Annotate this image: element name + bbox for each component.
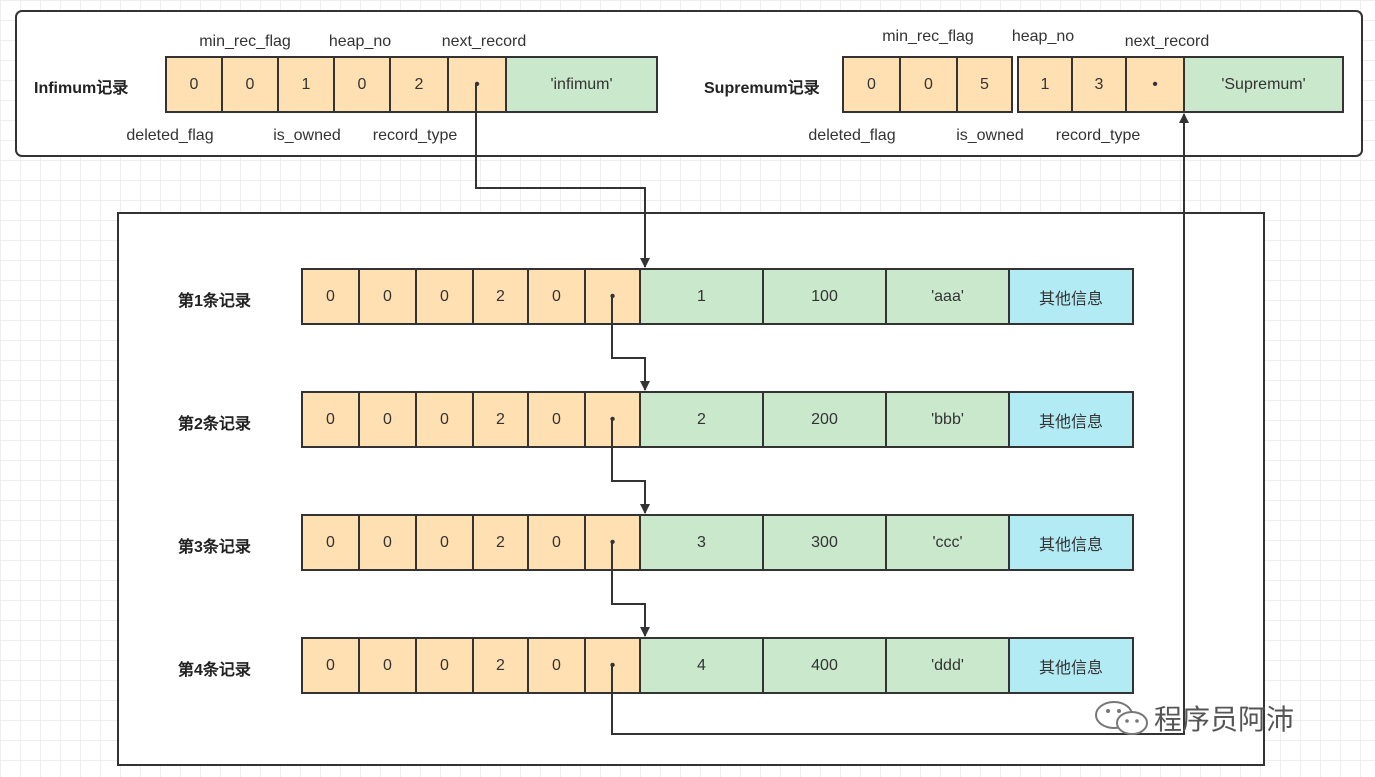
record-2-cell-extra: 其他信息 (1008, 391, 1134, 448)
record-4-title: 第4条记录 (178, 662, 251, 679)
watermark-text: 程序员阿沛 (1154, 703, 1295, 736)
supremum-cell-next-record: • (1125, 56, 1185, 113)
supremum-title: Supremum记录 (704, 80, 820, 97)
record-4-cell-deleted-flag: 0 (301, 637, 360, 694)
record-4-cell-min-rec-flag: 0 (358, 637, 417, 694)
record-1-title: 第1条记录 (178, 293, 251, 310)
record-1-cell-extra: 其他信息 (1008, 268, 1134, 325)
record-1-cell-is-owned: 0 (415, 268, 474, 325)
supremum-label-next-record: next_record (1124, 33, 1210, 50)
supremum-cell-is-owned: 5 (956, 56, 1013, 113)
supremum-label-record-type: record_type (1055, 127, 1141, 144)
supremum-label-is-owned: is_owned (956, 127, 1024, 144)
record-2-cell-record-type: 0 (527, 391, 586, 448)
infimum-label-is-owned: is_owned (273, 127, 341, 144)
record-3-title: 第3条记录 (178, 539, 251, 556)
infimum-label-next-record: next_record (441, 33, 527, 50)
supremum-cell-record-type: 3 (1071, 56, 1127, 113)
infimum-label-record-type: record_type (372, 127, 458, 144)
record-3-cell-deleted-flag: 0 (301, 514, 360, 571)
record-1-cell-c3: 'aaa' (885, 268, 1010, 325)
infimum-cell-deleted-flag: 0 (165, 56, 223, 113)
infimum-cell-record-type: 2 (389, 56, 449, 113)
watermark: 程序员阿沛 (1092, 698, 1294, 738)
record-1-cell-min-rec-flag: 0 (358, 268, 417, 325)
arrow-record-3-to-record-4 (611, 543, 650, 637)
arrow-record-1-to-record-2 (611, 297, 650, 391)
record-2-cell-c1: 2 (639, 391, 764, 448)
record-2-cell-deleted-flag: 0 (301, 391, 360, 448)
record-1-cell-c1: 1 (639, 268, 764, 325)
infimum-cell-value: 'infimum' (505, 56, 658, 113)
record-3-cell-heap-no: 2 (472, 514, 529, 571)
infimum-label-heap-no: heap_no (328, 33, 392, 50)
record-3-cell-is-owned: 0 (415, 514, 474, 571)
record-2-cell-next-record: • (584, 391, 641, 448)
infimum-label-min-rec-flag: min_rec_flag (199, 33, 291, 50)
record-4-cell-heap-no: 2 (472, 637, 529, 694)
record-3-cell-c1: 3 (639, 514, 764, 571)
supremum-label-min-rec-flag: min_rec_flag (882, 28, 974, 45)
record-3-cell-extra: 其他信息 (1008, 514, 1134, 571)
record-2-title: 第2条记录 (178, 416, 251, 433)
record-2-cell-c3: 'bbb' (885, 391, 1010, 448)
supremum-label-heap-no: heap_no (1011, 28, 1075, 45)
supremum-cell-value: 'Supremum' (1183, 56, 1344, 113)
infimum-label-deleted-flag: deleted_flag (126, 127, 214, 144)
arrow-record-4-to-supremum (611, 113, 1189, 735)
infimum-title: Infimum记录 (34, 80, 129, 97)
record-4-cell-is-owned: 0 (415, 637, 474, 694)
record-4-cell-extra: 其他信息 (1008, 637, 1134, 694)
record-2-cell-c2: 200 (762, 391, 887, 448)
supremum-cell-min-rec-flag: 0 (899, 56, 958, 113)
record-4-cell-c2: 400 (762, 637, 887, 694)
record-4-cell-c3: 'ddd' (885, 637, 1010, 694)
record-3-cell-c3: 'ccc' (885, 514, 1010, 571)
supremum-label-deleted-flag: deleted_flag (808, 127, 896, 144)
record-3-cell-c2: 300 (762, 514, 887, 571)
record-1-cell-deleted-flag: 0 (301, 268, 360, 325)
wechat-icon (1095, 701, 1148, 735)
supremum-cell-deleted-flag: 0 (842, 56, 901, 113)
record-2-cell-heap-no: 2 (472, 391, 529, 448)
arrow-record-2-to-record-3 (611, 420, 650, 514)
arrow-infimum-to-record-1 (475, 85, 650, 268)
record-4-cell-c1: 4 (639, 637, 764, 694)
record-1-cell-record-type: 0 (527, 268, 586, 325)
